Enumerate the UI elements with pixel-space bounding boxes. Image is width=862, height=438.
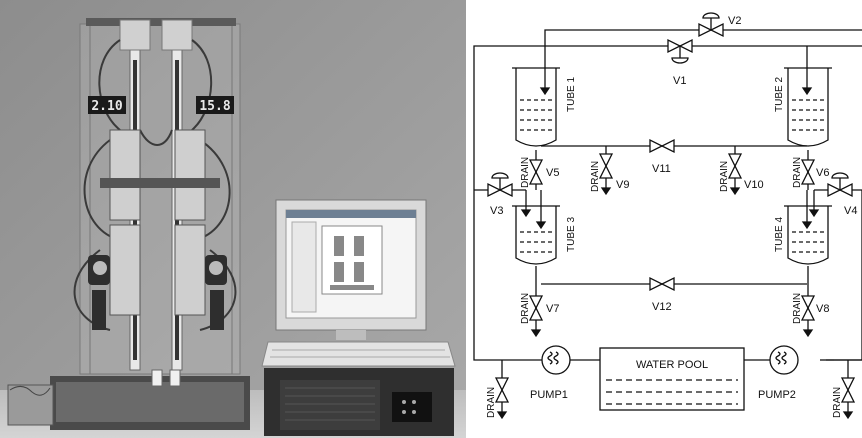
valve-v12[interactable] (650, 278, 674, 290)
drain-valve-left[interactable] (496, 360, 508, 418)
valve-label-v2: V2 (728, 15, 741, 27)
valve-label-v11: V11 (652, 163, 671, 175)
keyboard (262, 342, 455, 366)
quadruple-tank-schematic: TUBE 1 TUBE 2 TUBE 3 TUBE 4 (466, 0, 862, 438)
supply-pipe-v2 (545, 30, 862, 68)
controller-box (8, 385, 53, 425)
pump-1[interactable] (542, 346, 570, 374)
valve-label-v9: V9 (616, 179, 629, 191)
drain-label-v5: DRAIN (520, 157, 531, 188)
valve-v8[interactable] (802, 296, 814, 320)
valve-v11[interactable] (650, 140, 674, 152)
valve-v7[interactable] (530, 296, 542, 320)
tube-4 (784, 190, 832, 264)
valve-label-v4: V4 (844, 205, 857, 217)
computer-case (264, 368, 454, 436)
valve-v9[interactable] (600, 154, 612, 178)
drain-label-v6: DRAIN (792, 157, 803, 188)
valve-v3[interactable] (488, 173, 512, 196)
svg-text:2.10: 2.10 (91, 99, 122, 114)
drain-label-v8: DRAIN (792, 293, 803, 324)
tube-2-label: TUBE 2 (774, 77, 785, 112)
water-pool (600, 348, 744, 410)
drain-label-left: DRAIN (486, 387, 497, 418)
tube-2 (784, 68, 832, 146)
level-display-right: 15.8 (196, 96, 234, 114)
tube-4-label: TUBE 4 (774, 217, 785, 252)
water-pool-label: WATER POOL (636, 359, 708, 371)
pump-2-label: PUMP2 (758, 389, 796, 401)
valve-label-v8: V8 (816, 303, 829, 315)
drain-label-v9: DRAIN (590, 161, 601, 192)
valve-label-v10: V10 (744, 179, 764, 191)
valve-label-v1: V1 (673, 75, 686, 87)
pump-2[interactable] (770, 346, 798, 374)
drain-label-right: DRAIN (832, 387, 843, 418)
valve-label-v6: V6 (816, 167, 829, 179)
base-tank (50, 376, 250, 430)
tube-3 (512, 190, 560, 264)
drain-label-v10: DRAIN (719, 161, 730, 192)
valve-v2[interactable] (699, 13, 723, 36)
valve-v1[interactable] (668, 40, 692, 63)
valve-v10[interactable] (729, 154, 741, 178)
valve-label-v3: V3 (490, 205, 503, 217)
valve-label-v7: V7 (546, 303, 559, 315)
monitor (276, 200, 426, 340)
pump-1-label: PUMP1 (530, 389, 568, 401)
valve-v4[interactable] (828, 173, 852, 196)
tube-3-label: TUBE 3 (566, 217, 577, 252)
svg-text:15.8: 15.8 (199, 99, 230, 114)
valve-v6[interactable] (802, 160, 814, 184)
valve-label-v12: V12 (652, 301, 672, 313)
valve-v5[interactable] (530, 160, 542, 184)
tube-1-label: TUBE 1 (566, 77, 577, 112)
drain-label-v7: DRAIN (520, 293, 531, 324)
drain-valve-right[interactable] (842, 360, 854, 418)
tube-1 (512, 68, 560, 146)
level-display-left: 2.10 (88, 96, 126, 114)
valve-label-v5: V5 (546, 167, 559, 179)
test-rig-photo: 2.10 15.8 (0, 0, 466, 438)
